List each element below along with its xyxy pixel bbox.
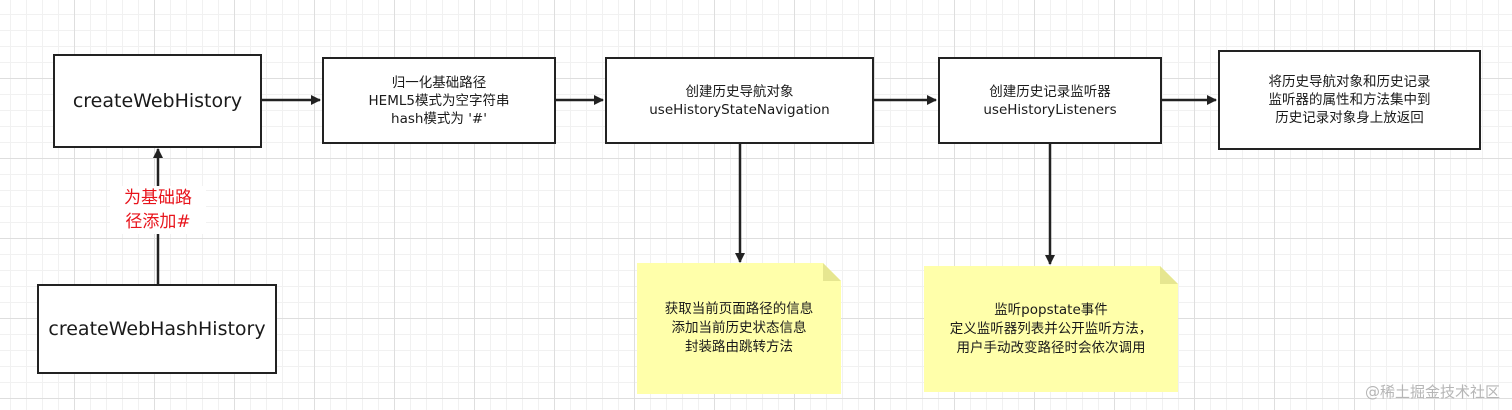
node-create-web-hash-history: createWebHashHistory: [37, 284, 277, 374]
node-create-web-history: createWebHistory: [53, 54, 262, 148]
node-text: 创建历史导航对象: [685, 83, 794, 100]
sticky-note-shape: [924, 266, 1178, 392]
edge-label-line: 径添加#: [125, 212, 191, 232]
node-text: 归一化基础路径: [391, 74, 487, 91]
note-listeners: 监听popstate事件 定义监听器列表并公开监听方法， 用户手动改变路径时会依…: [924, 266, 1178, 392]
node-text: hash模式为 '#': [391, 110, 487, 127]
note-text: 封装路由跳转方法: [685, 339, 793, 355]
node-merge-return: 将历史导航对象和历史记录 监听器的属性和方法集中到 历史记录对象身上放返回: [1218, 50, 1481, 150]
node-text: useHistoryStateNavigation: [649, 101, 830, 118]
watermark: @稀土掘金技术社区: [1364, 383, 1500, 401]
node-text: 将历史导航对象和历史记录: [1268, 74, 1431, 90]
node-normalize-base: 归一化基础路径 HEML5模式为空字符串 hash模式为 '#': [322, 57, 556, 144]
note-navigation: 获取当前页面路径的信息 添加当前历史状态信息 封装路由跳转方法: [637, 263, 841, 394]
node-create-navigation: 创建历史导航对象 useHistoryStateNavigation: [605, 57, 874, 144]
sticky-note-shape: [637, 263, 841, 394]
note-text: 添加当前历史状态信息: [671, 320, 807, 336]
note-text: 监听popstate事件: [994, 301, 1108, 318]
node-create-listeners: 创建历史记录监听器 useHistoryListeners: [938, 57, 1162, 144]
node-text: 历史记录对象身上放返回: [1275, 110, 1424, 126]
edge-label-line: 为基础路: [124, 188, 192, 208]
note-text: 用户手动改变路径时会依次调用: [956, 339, 1146, 356]
node-text: createWebHashHistory: [48, 318, 266, 340]
node-text: useHistoryListeners: [983, 101, 1117, 118]
node-text: createWebHistory: [72, 90, 243, 112]
node-text: 创建历史记录监听器: [989, 83, 1111, 100]
edge-label-add-hash: 为基础路 径添加#: [110, 186, 206, 234]
note-text: 定义监听器列表并公开监听方法，: [949, 320, 1153, 337]
node-text: 监听器的属性和方法集中到: [1268, 92, 1431, 108]
node-text: HEML5模式为空字符串: [368, 92, 510, 109]
note-text: 获取当前页面路径的信息: [664, 301, 814, 317]
